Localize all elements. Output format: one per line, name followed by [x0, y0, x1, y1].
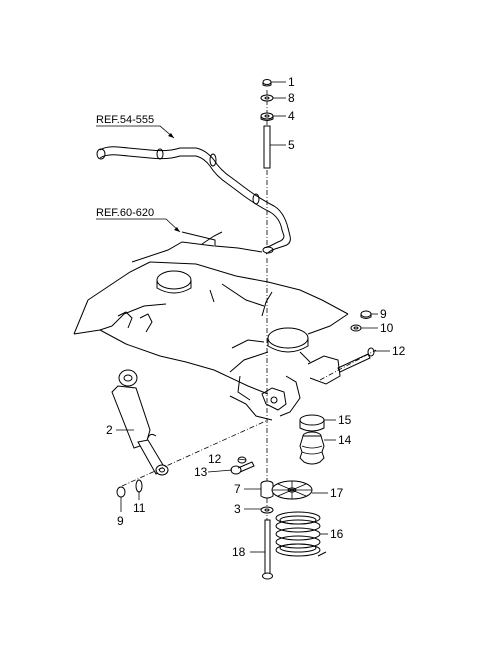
part-16-coil-spring[interactable]	[275, 511, 327, 557]
part-2-shock-absorber[interactable]	[111, 369, 169, 476]
callout-12-upper[interactable]: 12	[392, 344, 406, 358]
part-4-bushing[interactable]	[260, 112, 274, 121]
callout-2[interactable]: 2	[106, 423, 113, 437]
callout-15[interactable]: 15	[338, 413, 352, 427]
callout-10[interactable]: 10	[380, 321, 394, 335]
callout-9-lower[interactable]: 9	[117, 514, 124, 528]
part-18-bolt[interactable]	[262, 519, 273, 580]
callout-1[interactable]: 1	[288, 75, 295, 89]
part-12-bolt-upper[interactable]	[337, 347, 375, 373]
part-3-washer[interactable]	[260, 506, 274, 514]
callout-18[interactable]: 18	[232, 545, 246, 559]
callout-14[interactable]: 14	[338, 433, 352, 447]
part-1-nut[interactable]	[262, 79, 272, 87]
callout-11[interactable]: 11	[133, 501, 146, 515]
callout-17[interactable]: 17	[330, 486, 344, 500]
reference-60-620[interactable]: REF.60-620	[96, 207, 181, 233]
reference-label: REF.54-555	[96, 114, 154, 126]
frame-body	[73, 231, 349, 421]
callout-9-upper[interactable]: 9	[380, 307, 387, 321]
part-15-bump-stop-cap[interactable]	[299, 414, 325, 432]
part-13-bolt[interactable]	[230, 461, 255, 475]
leader-lines	[116, 81, 390, 553]
callout-8[interactable]: 8	[288, 91, 295, 105]
part-17-spring-pad[interactable]	[271, 480, 313, 500]
stabilizer-bar	[96, 146, 291, 255]
callout-16[interactable]: 16	[330, 527, 344, 541]
callout-4[interactable]: 4	[288, 109, 295, 123]
part-9-nut-lower[interactable]	[116, 486, 126, 498]
reference-label: REF.60-620	[96, 207, 154, 219]
callout-13[interactable]: 13	[194, 465, 208, 479]
part-9-nut-upper[interactable]	[360, 310, 372, 319]
bolt-axis-upper	[319, 349, 377, 381]
part-5-rod[interactable]	[263, 125, 271, 169]
shock-axis	[121, 419, 269, 487]
part-8-washer[interactable]	[260, 94, 274, 102]
part-11-washer[interactable]	[135, 479, 143, 493]
part-7-bushing[interactable]	[260, 480, 274, 499]
callout-3[interactable]: 3	[234, 502, 241, 516]
callout-12-lower[interactable]: 12	[208, 452, 222, 466]
part-14-bump-stopper[interactable]	[299, 431, 325, 465]
callout-7[interactable]: 7	[234, 482, 241, 496]
part-10-washer[interactable]	[350, 324, 362, 332]
reference-54-555[interactable]: REF.54-555	[96, 114, 175, 139]
callout-numbers: 1 8 4 5 9 10 12 15 14 2 12 13 7 17 3 16 …	[106, 75, 406, 559]
callout-5[interactable]: 5	[288, 138, 295, 152]
